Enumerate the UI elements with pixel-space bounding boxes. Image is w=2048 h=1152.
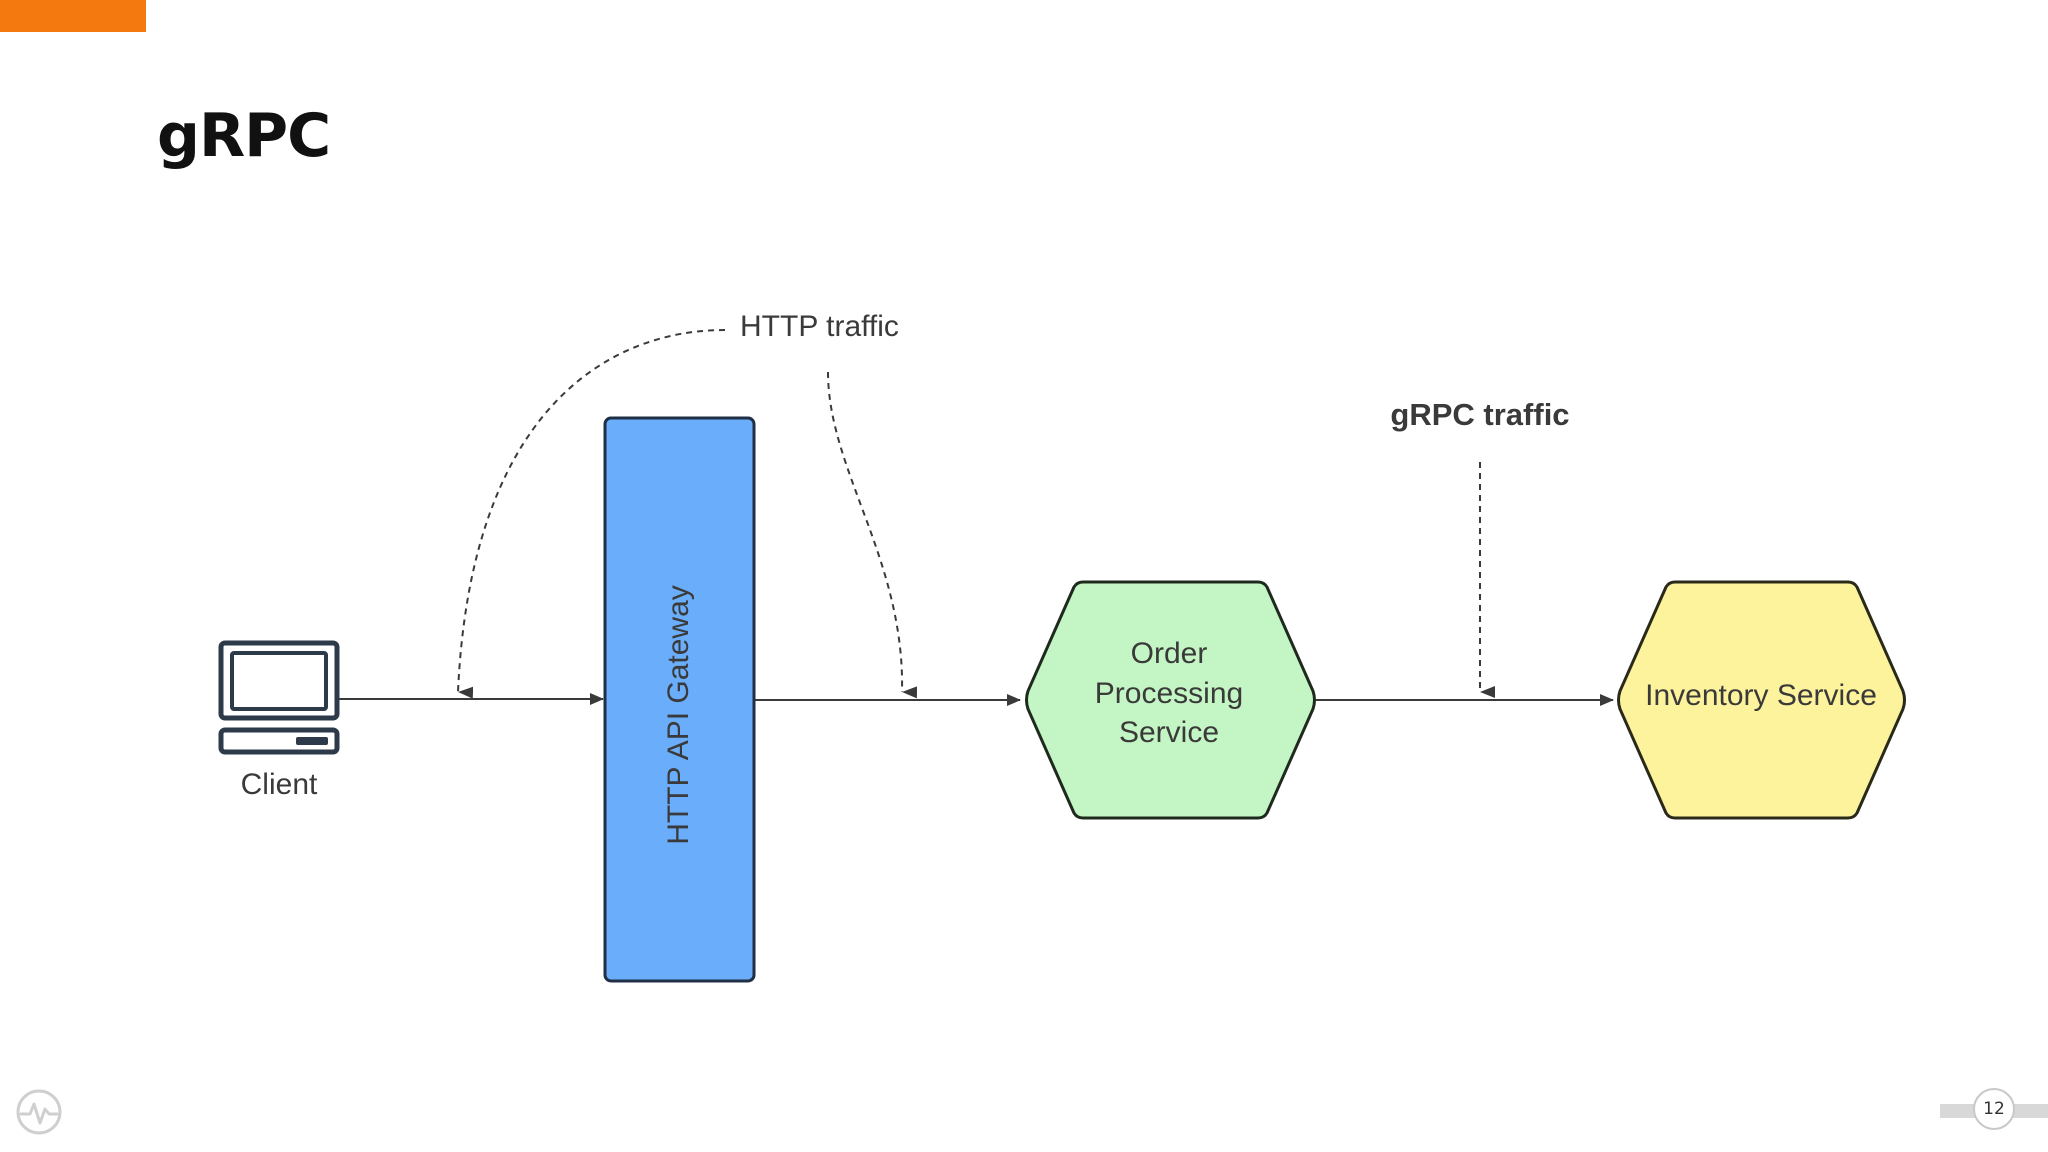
http-api-gateway-box	[603, 416, 756, 983]
order-service-label-line-2: Processing	[1095, 677, 1243, 710]
order-processing-service-hexagon	[1025, 580, 1316, 820]
inventory-service-hexagon	[1617, 580, 1906, 820]
http-traffic-label: HTTP traffic	[740, 310, 899, 343]
page-number: 12	[1973, 1088, 2015, 1130]
client-label: Client	[241, 768, 318, 801]
accent-bar	[0, 0, 146, 32]
order-service-label-line-1: Order	[1131, 637, 1208, 670]
http-traffic-left-callout	[457, 329, 726, 699]
slide-title: gRPC	[157, 101, 331, 171]
order-service-label-line-3: Service	[1119, 716, 1219, 749]
http-traffic-right-callout	[827, 371, 918, 699]
grpc-traffic-label: gRPC traffic	[1390, 397, 1569, 432]
inventory-service-label: Inventory Service	[1645, 679, 1877, 712]
gateway-label: HTTP API Gateway	[662, 585, 695, 845]
desktop-computer-icon	[218, 640, 340, 755]
heartbeat-logo-icon	[16, 1089, 62, 1135]
